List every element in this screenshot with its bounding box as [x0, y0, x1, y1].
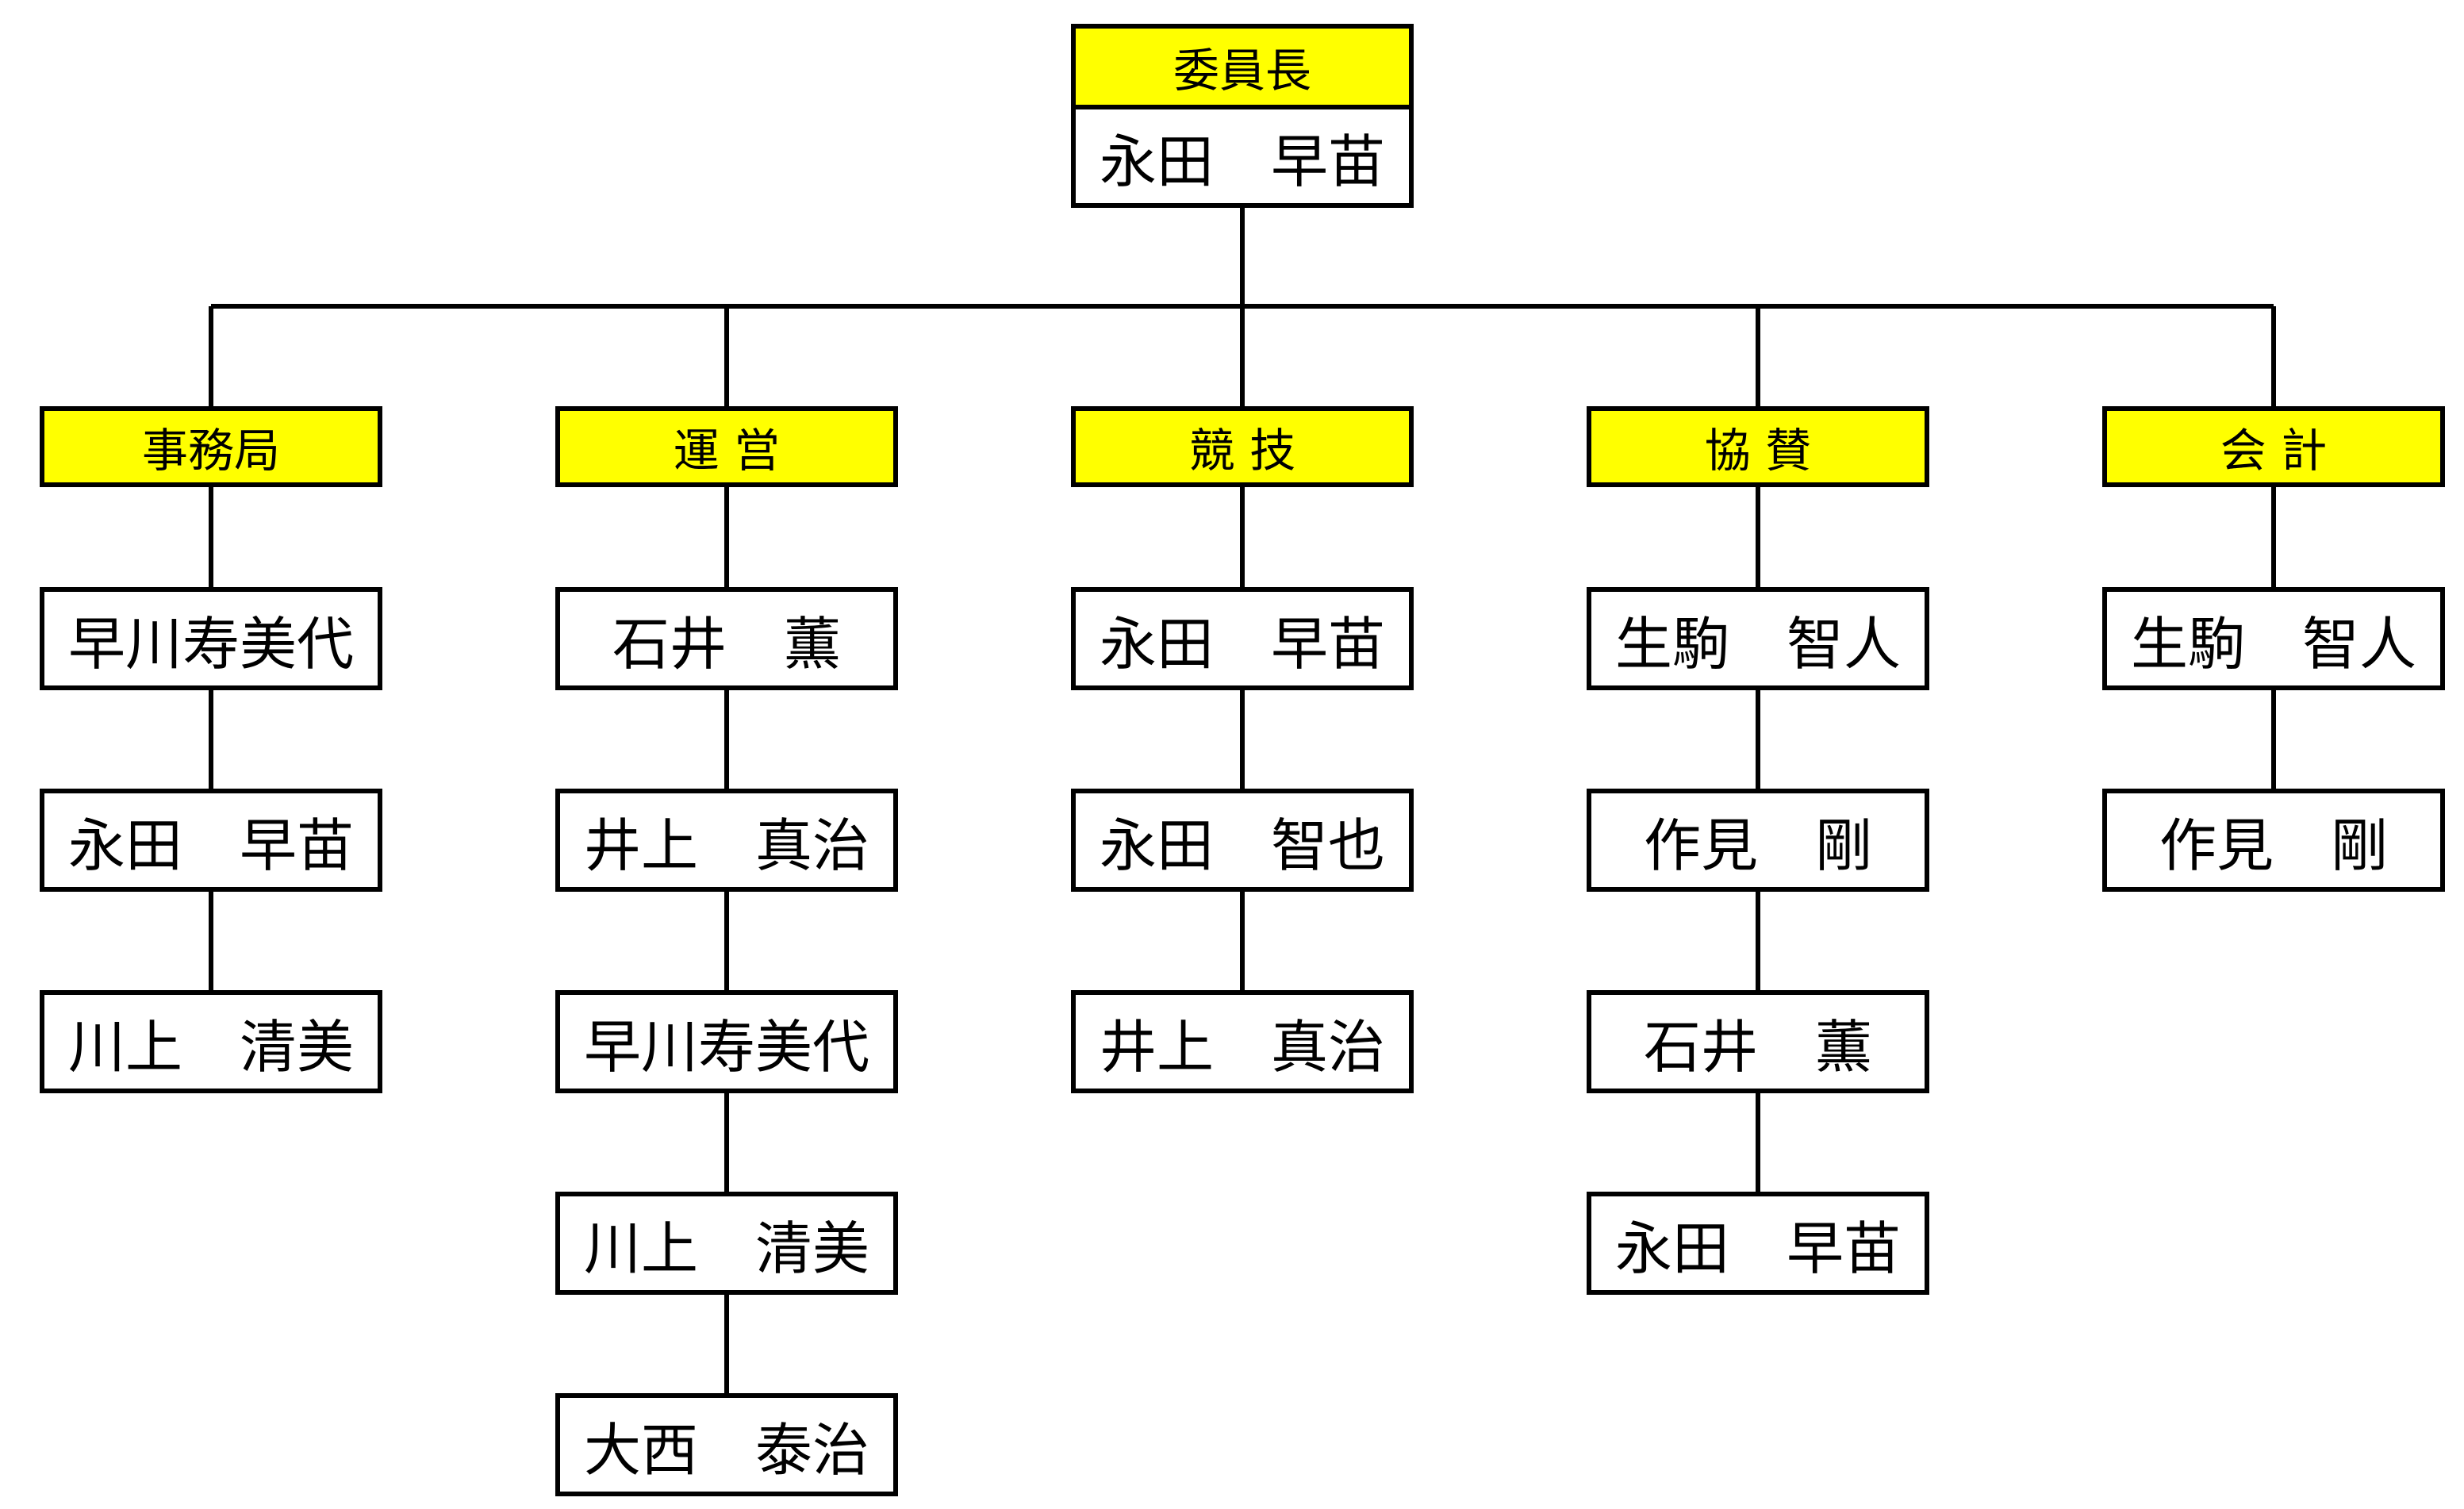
- chief-title: 委員長: [1173, 44, 1311, 98]
- member-name: 川上 清美: [583, 1215, 869, 1282]
- member-box: 生駒 智人: [1587, 587, 1929, 690]
- member-name: 早川寿美代: [583, 1013, 869, 1081]
- member-name: 井上 真治: [583, 812, 869, 879]
- member-box: 永田 智也: [1071, 789, 1414, 892]
- member-box: 作見 剛: [1587, 789, 1929, 892]
- chief-title-box: 委員長: [1071, 24, 1414, 109]
- member-box: 大西 泰治: [555, 1393, 898, 1496]
- member-name: 永田 早苗: [67, 812, 354, 879]
- department-title: 運 営: [673, 424, 781, 478]
- member-name: 大西 泰治: [583, 1416, 869, 1484]
- member-box: 作見 剛: [2102, 789, 2445, 892]
- member-box: 永田 早苗: [40, 789, 382, 892]
- department-header: 運 営: [555, 406, 898, 487]
- member-box: 井上 真治: [555, 789, 898, 892]
- member-box: 早川寿美代: [40, 587, 382, 690]
- department-header: 会 計: [2102, 406, 2445, 487]
- department-header: 事務局: [40, 406, 382, 487]
- member-box: 石井 薫: [1587, 990, 1929, 1093]
- chief-name: 永田 早苗: [1099, 128, 1385, 195]
- member-name: 石井 薫: [1643, 1013, 1872, 1081]
- member-box: 井上 真治: [1071, 990, 1414, 1093]
- member-name: 作見 剛: [1643, 812, 1872, 879]
- department-header: 協 賛: [1587, 406, 1929, 487]
- member-box: 永田 早苗: [1587, 1192, 1929, 1295]
- department-title: 会 計: [2220, 424, 2328, 478]
- department-title: 事務局: [141, 424, 280, 478]
- member-name: 生駒 智人: [1614, 610, 1901, 678]
- chief-name-box: 永田 早苗: [1071, 105, 1414, 208]
- member-box: 永田 早苗: [1071, 587, 1414, 690]
- member-name: 永田 智也: [1099, 812, 1385, 879]
- member-name: 井上 真治: [1099, 1013, 1385, 1081]
- member-name: 永田 早苗: [1614, 1215, 1901, 1282]
- member-name: 石井 薫: [612, 610, 841, 678]
- member-name: 永田 早苗: [1099, 610, 1385, 678]
- member-name: 作見 剛: [2159, 812, 2388, 879]
- member-box: 石井 薫: [555, 587, 898, 690]
- member-name: 生駒 智人: [2130, 610, 2416, 678]
- member-box: 早川寿美代: [555, 990, 898, 1093]
- department-title: 競 技: [1188, 424, 1296, 478]
- member-box: 生駒 智人: [2102, 587, 2445, 690]
- department-header: 競 技: [1071, 406, 1414, 487]
- department-title: 協 賛: [1704, 424, 1812, 478]
- member-name: 川上 清美: [67, 1013, 354, 1081]
- member-name: 早川寿美代: [67, 610, 354, 678]
- member-box: 川上 清美: [40, 990, 382, 1093]
- member-box: 川上 清美: [555, 1192, 898, 1295]
